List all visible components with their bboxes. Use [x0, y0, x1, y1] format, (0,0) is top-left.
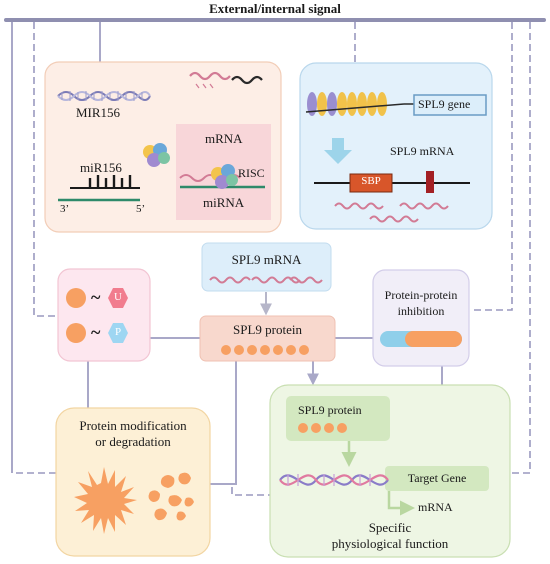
ppi-label-line1: Protein-protein [384, 288, 458, 302]
central-mrna-label: SPL9 mRNA [231, 252, 302, 267]
tilde-u: ~ [91, 287, 101, 307]
protein-dot-icon-u [66, 288, 86, 308]
risc-complex-icon [179, 164, 265, 189]
function-protein-label: SPL9 protein [298, 403, 362, 417]
function-protein-dots-icon [298, 423, 347, 433]
degradation-label-line1: Protein modification [79, 418, 187, 433]
mrna-label: mRNA [205, 131, 243, 146]
central-mrna-transcripts-icon [209, 276, 323, 284]
modification-panel [57, 268, 151, 362]
ppi-pill-icon [380, 331, 462, 347]
target-gene-label: Target Gene [407, 471, 467, 485]
transcription-arrow-icon [324, 138, 352, 164]
ppi-label-line2: inhibition [397, 304, 445, 318]
tilde-p: ~ [91, 322, 101, 342]
spiky-protein-icon [74, 467, 137, 534]
mirna-target-strand-icon [58, 175, 140, 202]
function-caption-line2: physiological function [331, 536, 449, 551]
sbp-domain-label: SBP [361, 175, 381, 187]
mirna-label: miRNA [203, 195, 245, 210]
spl9-gene-mrna-label: SPL9 mRNA [390, 144, 455, 158]
central-protein-dots-icon [221, 345, 309, 355]
diagram-title: External/internal signal [209, 1, 341, 16]
ubiquitin-hexagon-icon [108, 288, 128, 308]
ago-protein-complex-icon [143, 143, 170, 167]
mir156-gene-label: MIR156 [76, 105, 121, 120]
risc-label: RISC [238, 166, 265, 180]
degraded-fragments-icon [148, 472, 194, 521]
spl9-gene-label: SPL9 gene [418, 97, 471, 111]
spl9-transcripts-icon [334, 202, 449, 223]
spl9-gene-box [413, 94, 487, 116]
spl9-gene-structure [314, 171, 470, 193]
mir156-mature-label: miR156 [80, 160, 122, 175]
phosphate-hexagon-icon [108, 323, 128, 343]
degradation-label-line2: or degradation [95, 434, 171, 449]
function-caption-line1: Specific [368, 520, 412, 535]
function-mrna-label: mRNA [418, 500, 453, 514]
function-dna-helix-icon [279, 474, 389, 486]
spl9-chromatin-icon [305, 92, 414, 116]
mir156-dna-helix-icon [57, 91, 151, 101]
ubiquitin-label: U [114, 291, 122, 303]
protein-dot-icon-p [66, 323, 86, 343]
phosphate-label: P [114, 326, 122, 338]
central-protein-label: SPL9 protein [233, 322, 302, 337]
cleaved-mrna-icon [189, 71, 263, 89]
five-prime-label: 5’ [136, 203, 146, 215]
arrow-target-to-mrna [387, 491, 415, 516]
three-prime-label: 3’ [60, 203, 70, 215]
target-gene-box [385, 466, 489, 491]
dashed-feedback-lines [12, 22, 531, 496]
